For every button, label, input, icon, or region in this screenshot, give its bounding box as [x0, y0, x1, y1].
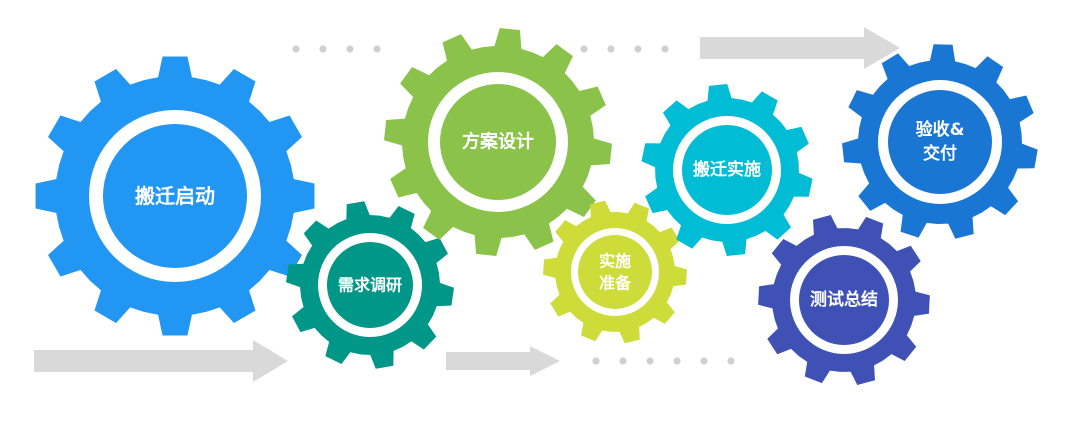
gear-label-testing: 测试总结 [810, 289, 878, 310]
dots-top-left [292, 45, 381, 53]
gear-hub [799, 255, 889, 345]
gear-label-prep: 准备 [599, 274, 632, 293]
gear-hub [327, 242, 413, 328]
gear-label-design: 方案设计 [462, 131, 534, 153]
gear-label-requirements: 需求调研 [338, 276, 402, 295]
gear-hub [103, 124, 247, 268]
dot [292, 45, 300, 53]
dot [619, 357, 627, 365]
gear-requirements: 需求调研 [286, 201, 454, 369]
dot [373, 45, 381, 53]
arrow-bottom-left [34, 340, 288, 382]
arrow-top-right [700, 27, 900, 69]
dot [661, 45, 669, 53]
gear-testing: 测试总结 [758, 215, 930, 385]
gear-hub [888, 90, 992, 194]
gear-acceptance: 验收&交付 [842, 44, 1038, 239]
decor-layer [34, 27, 900, 382]
gear-implementation: 搬迁实施 [641, 84, 813, 256]
dot [700, 357, 708, 365]
gear-design: 方案设计 [384, 28, 612, 256]
dot [673, 357, 681, 365]
dots-top-middle [580, 45, 669, 53]
gear-hub [578, 235, 652, 309]
gear-hub [440, 84, 556, 200]
dot [319, 45, 327, 53]
gear-hub [682, 125, 772, 215]
dot [646, 357, 654, 365]
dot [346, 45, 354, 53]
dot [727, 357, 735, 365]
gear-label-start: 搬迁启动 [135, 184, 215, 208]
gear-label-acceptance: 验收& [916, 119, 965, 140]
arrow-bottom-middle [446, 346, 560, 376]
dots-bottom-middle [592, 357, 735, 365]
gear-label-prep: 实施 [599, 252, 631, 271]
gear-start: 搬迁启动 [35, 56, 315, 336]
gear-label-implementation: 搬迁实施 [693, 159, 761, 180]
dot [592, 357, 600, 365]
dot [634, 45, 642, 53]
gear-label-acceptance: 交付 [923, 143, 957, 164]
dot [607, 45, 615, 53]
dot [580, 45, 588, 53]
